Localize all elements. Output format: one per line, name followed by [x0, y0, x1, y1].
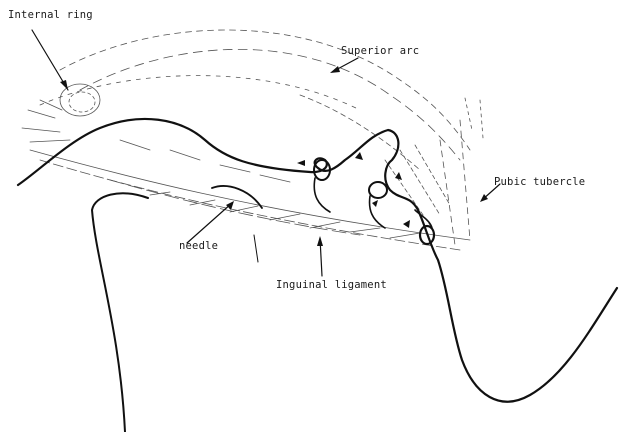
cord-left [92, 193, 148, 432]
pubic-tubercle-label: Pubic tubercle [494, 176, 585, 188]
superior-arc-label: Superior arc [341, 45, 419, 57]
inguinal-ligament-label: Inguinal ligament [276, 279, 387, 291]
pubic-tubercle-sketch [385, 98, 483, 245]
internal-ring-label: Internal ring [8, 9, 93, 21]
needle-label: needle [179, 240, 218, 252]
